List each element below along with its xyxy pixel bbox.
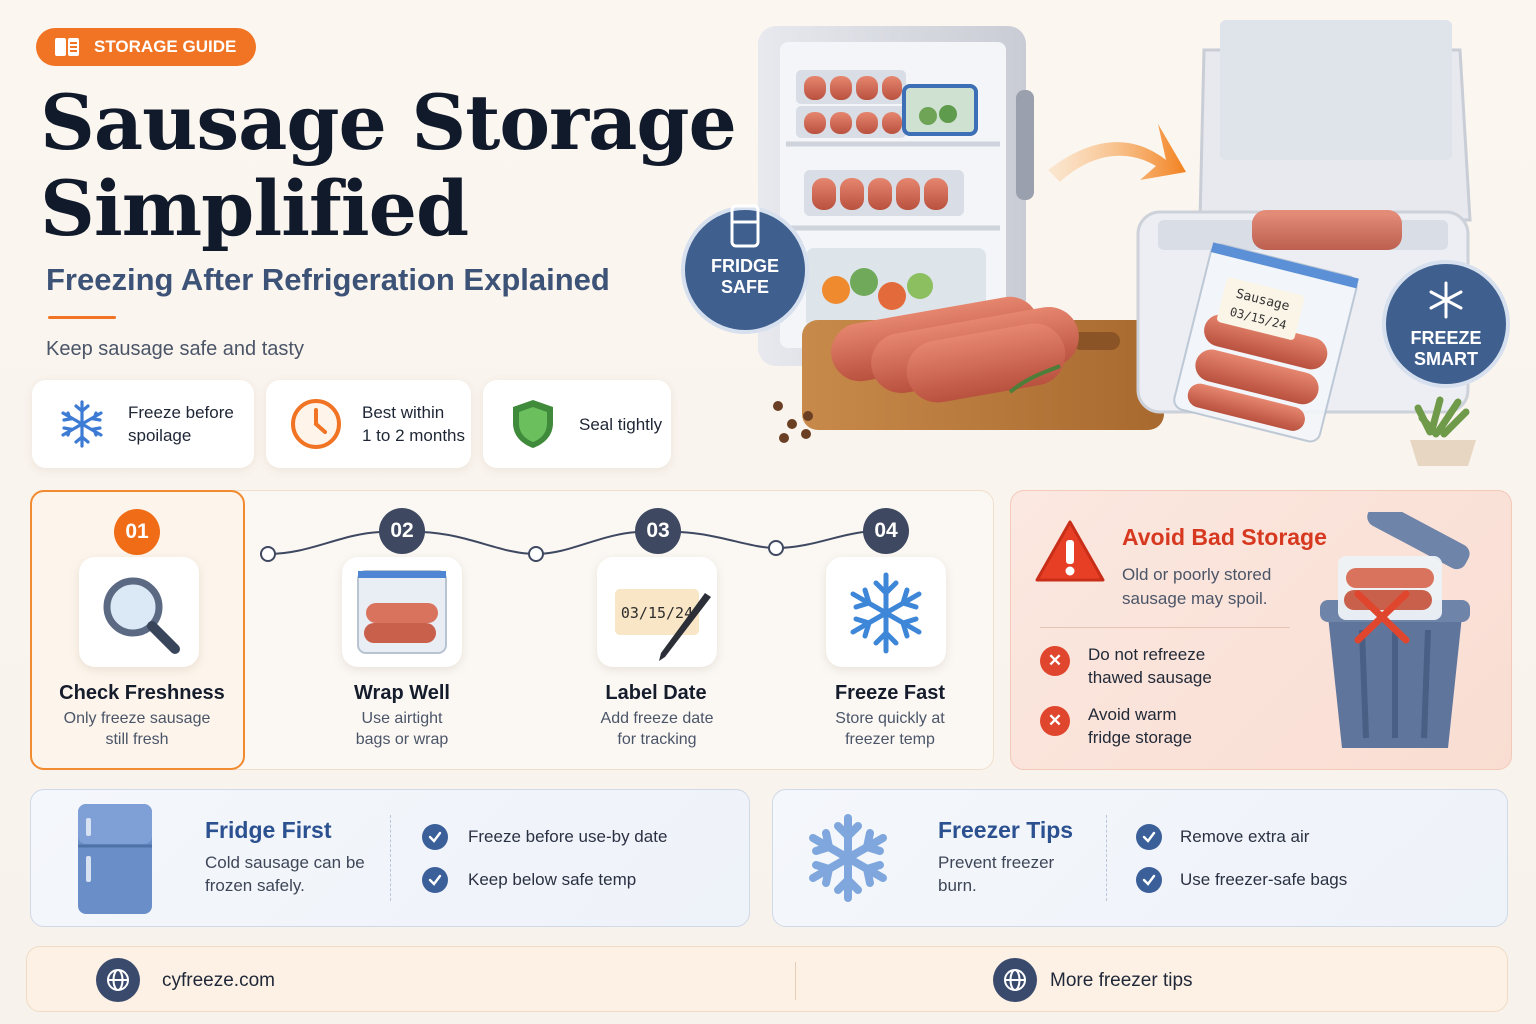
tagline: Keep sausage safe and tasty [46,338,304,360]
freezer-tips-panel [772,789,1508,927]
footer-divider [795,962,796,1000]
shield-icon [513,400,553,448]
website-link[interactable]: cyfreeze.com [162,970,275,991]
globe-icon [993,958,1037,1002]
step-number-1: 01 [114,509,160,555]
more-freezer-tips-link[interactable]: More freezer tips [1050,970,1193,991]
cutting-board-sausages [773,296,1164,443]
freezer-tip-item-2: Use freezer-safe bags [1180,870,1348,889]
avoid-title: Avoid Bad Storage [1122,524,1327,550]
freezer-tips-title: Freezer Tips [938,817,1074,843]
trash-bin-icon [1320,512,1470,748]
sausage-bag-icon [357,570,447,654]
page-title: Sausage Storage Simplified [40,78,737,253]
plant-decoration [1410,396,1476,466]
step-3-tile: 03/15/24 [597,557,717,667]
x-icon: ✕ [1040,646,1070,676]
freezer-tips-divider [1106,815,1107,901]
check-icon [1136,867,1162,893]
svg-text:FRIDGE: FRIDGE [711,256,779,276]
step-1-tile [79,557,199,667]
fridge-illustration [758,26,1034,366]
check-icon [1136,824,1162,850]
snowflake-icon [61,400,103,448]
step-4-desc: Store quickly at freezer temp [835,710,945,748]
warning-icon [1035,520,1105,582]
steps-connector [260,531,865,562]
fridge-safe-badge: FRIDGE SAFE [681,204,809,334]
freezer-chest-illustration: Sausage 03/15/24 [1136,20,1472,443]
avoid-desc: Old or poorly stored sausage may spoil. [1122,565,1272,608]
freeze-smart-badge: FREEZE SMART [1382,260,1510,388]
storage-guide-badge: STORAGE GUIDE [36,28,256,66]
hero-illustration: FRIDGE SAFE Sausage 03/15/24 [681,20,1510,466]
fridge-tips-divider [390,815,391,901]
avoid-item-2: Avoid warm fridge storage [1088,705,1192,747]
svg-text:SAFE: SAFE [721,277,769,297]
page-subtitle: Freezing After Refrigeration Explained [46,262,610,297]
step-number-3: 03 [635,508,681,554]
book-icon [55,38,79,56]
check-icon [422,824,448,850]
fridge-first-title: Fridge First [205,817,332,843]
badge-label: STORAGE GUIDE [94,37,237,56]
step-3-desc: Add freeze date for tracking [600,710,714,748]
clock-icon [291,399,341,449]
step-2-tile [342,557,462,667]
feature-freeze-before-spoilage: Freeze before spoilage [32,380,254,468]
step-number-2: 02 [379,508,425,554]
step-4-tile [826,557,946,667]
fridge-first-desc: Cold sausage can be frozen safely. [205,853,365,895]
svg-text:SMART: SMART [1414,349,1478,369]
step-1-desc: Only freeze sausage still fresh [63,710,211,748]
snowflake-icon [850,572,922,654]
step-3-title: Label Date [605,682,707,704]
globe-icon [96,958,140,1002]
snowflake-icon [809,814,887,902]
x-icon: ✕ [1040,706,1070,736]
arrow-icon [1048,124,1186,182]
freezer-tips-desc: Prevent freezer burn. [938,853,1055,895]
feature-best-within: Best within 1 to 2 months [266,380,471,468]
freezer-tip-item-1: Remove extra air [1180,827,1310,846]
step-4-title: Freeze Fast [834,682,946,704]
svg-text:FREEZE: FREEZE [1410,328,1481,348]
step-2-title: Wrap Well [354,682,450,704]
feature-seal-tightly: Seal tightly [483,380,671,468]
accent-divider [48,316,116,319]
date-label-icon: 03/15/24 [615,589,711,661]
check-icon [422,867,448,893]
svg-text:03/15/24: 03/15/24 [621,604,693,622]
magnifier-icon [103,577,180,654]
step-number-4: 04 [863,508,909,554]
fridge-tip-item-2: Keep below safe temp [468,870,637,889]
avoid-divider [1040,627,1290,628]
footer-bar [26,946,1508,1012]
fridge-tip-item-1: Freeze before use-by date [468,827,668,846]
fridge-icon [78,804,152,914]
step-1-title: Check Freshness [59,682,225,704]
avoid-item-1: Do not refreeze thawed sausage [1088,645,1212,687]
step-2-desc: Use airtight bags or wrap [355,710,449,748]
